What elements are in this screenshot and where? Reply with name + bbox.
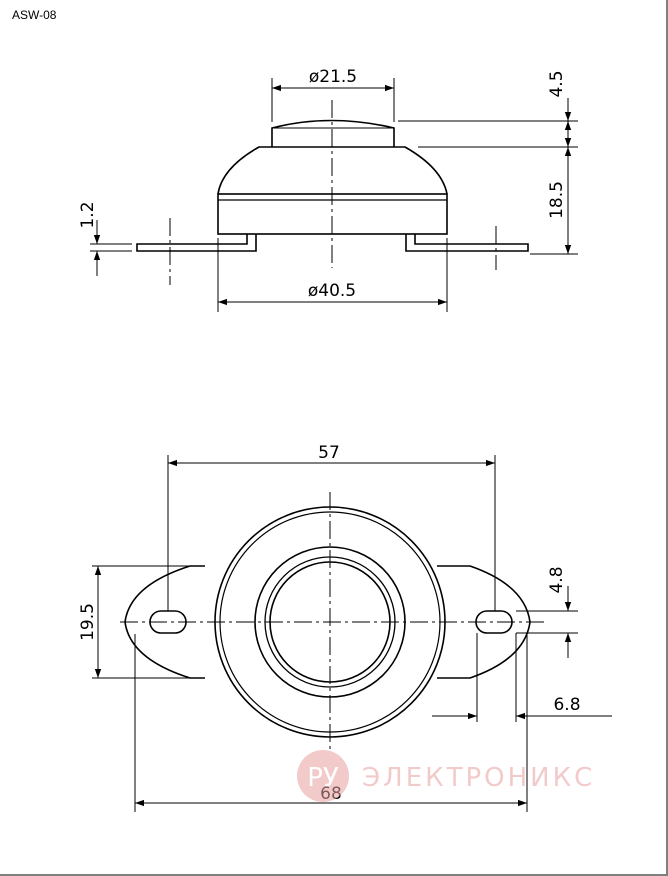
- dim-body-height: 18.5: [547, 181, 567, 219]
- dim-hole-spacing: 57: [318, 443, 340, 463]
- top-view-dimensions: [92, 455, 612, 812]
- dim-slot-length: 6.8: [553, 695, 580, 715]
- side-view-dimensions: [90, 78, 578, 312]
- dim-cap-height: 4.5: [547, 70, 567, 97]
- dim-top-diameter: ø21.5: [309, 67, 357, 87]
- model-label: ASW-08: [12, 8, 57, 22]
- watermark-logo-badge: [297, 750, 349, 802]
- dim-bracket-thickness: 1.2: [78, 201, 98, 228]
- watermark: РУ ЭЛЕКТРОНИКС: [297, 750, 595, 802]
- dim-base-diameter: ø40.5: [308, 281, 356, 301]
- side-view-centerlines: [169, 100, 497, 285]
- button-cap: [271, 119, 395, 147]
- left-mounting-bracket: [136, 234, 257, 252]
- watermark-badge-text: РУ: [307, 763, 339, 793]
- right-mounting-bracket: [405, 234, 529, 252]
- top-view-centerlines: [120, 492, 545, 752]
- watermark-text: ЭЛЕКТРОНИКС: [362, 763, 595, 793]
- dim-slot-height: 4.8: [547, 566, 567, 593]
- dim-flange-height: 19.5: [78, 603, 98, 641]
